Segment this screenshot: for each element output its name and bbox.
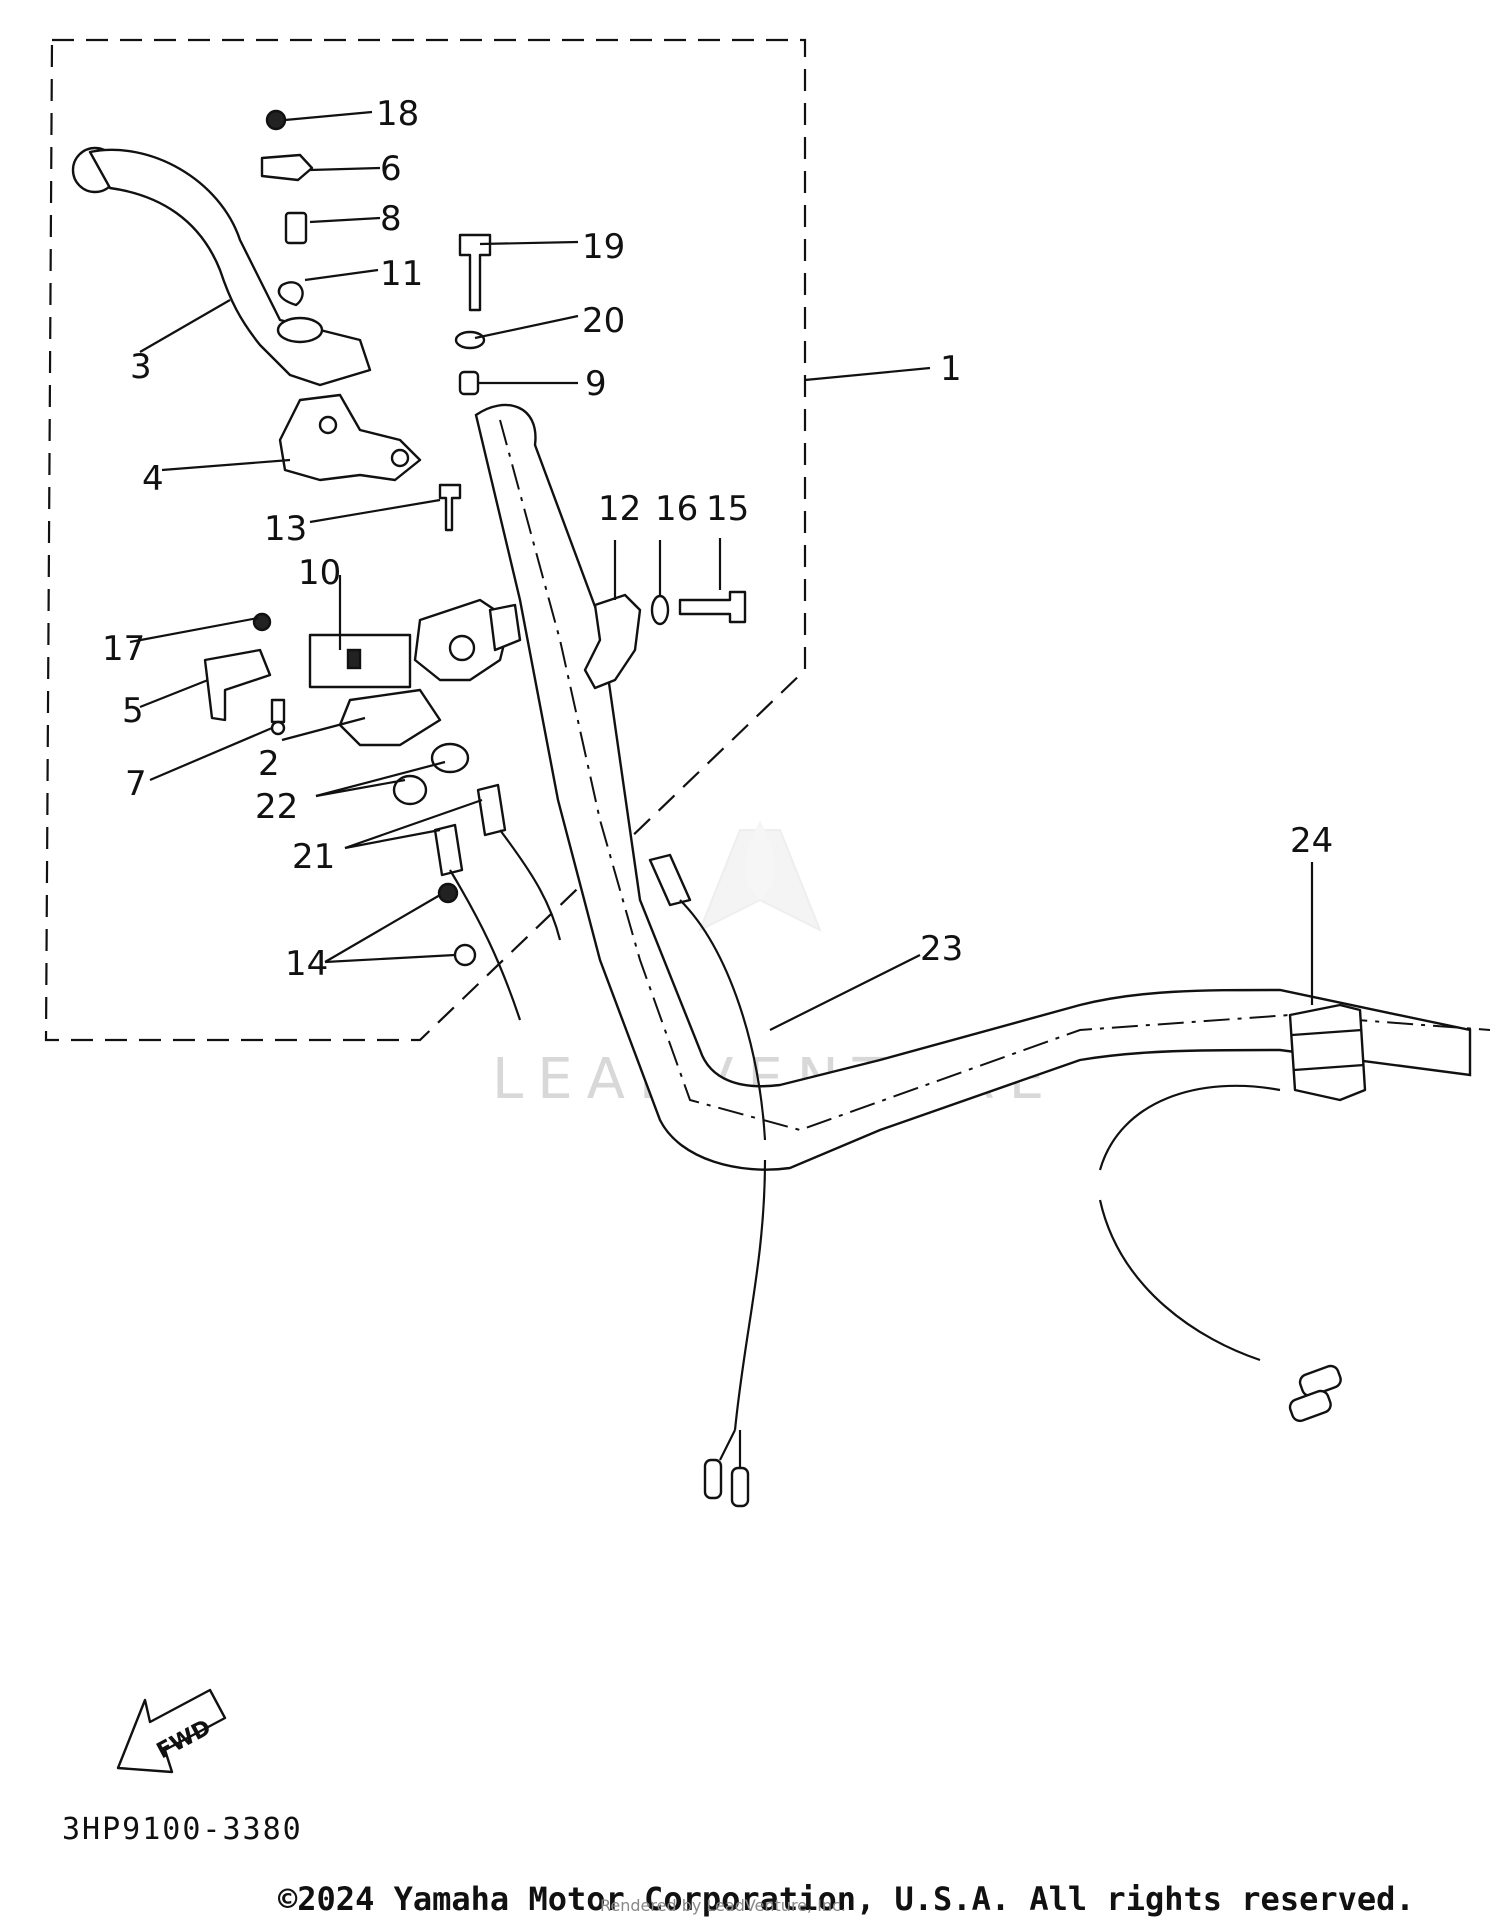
watermark-logo <box>698 820 822 933</box>
callout-11: 11 <box>380 254 423 294</box>
callout-8: 8 <box>380 199 402 239</box>
clutch-lever <box>71 146 372 387</box>
callout-1: 1 <box>940 349 962 389</box>
callout-14: 14 <box>285 944 328 984</box>
callout-labels: 1 2 3 4 5 6 7 8 9 10 11 12 13 14 15 16 1… <box>102 94 1333 984</box>
switch-lead-wire <box>648 853 767 1508</box>
callout-2: 2 <box>258 744 280 784</box>
callout-23: 23 <box>920 929 963 969</box>
callout-13: 13 <box>264 509 307 549</box>
leader-lines <box>129 110 1314 1031</box>
lever-holder <box>278 393 422 482</box>
callout-20: 20 <box>582 301 625 341</box>
callout-22: 22 <box>255 787 298 827</box>
cable-fittings <box>392 742 562 1021</box>
callout-12: 12 <box>598 489 641 529</box>
diagram-reference-code: 3HP9100-3380 <box>62 1812 303 1847</box>
handlebar-switch <box>1098 1003 1367 1423</box>
callout-19: 19 <box>582 227 625 267</box>
callout-7: 7 <box>125 764 147 804</box>
callout-24: 24 <box>1290 821 1333 861</box>
callout-10: 10 <box>298 553 341 593</box>
callout-16: 16 <box>655 489 698 529</box>
rendered-by-credit: Rendered by LeadVenture, Inc. <box>600 1896 846 1915</box>
callout-4: 4 <box>142 459 164 499</box>
copyright-notice: ©2024 Yamaha Motor Corporation, U.S.A. A… <box>278 1880 1415 1918</box>
callout-6: 6 <box>380 149 402 189</box>
callout-21: 21 <box>292 837 335 877</box>
callout-3: 3 <box>130 347 152 387</box>
callout-9: 9 <box>585 364 607 404</box>
callout-17: 17 <box>102 629 145 669</box>
lever-bracket-assembly <box>203 598 522 747</box>
callout-18: 18 <box>376 94 419 134</box>
callout-15: 15 <box>706 489 749 529</box>
fwd-arrow: FWD <box>116 1688 227 1774</box>
handlebar <box>474 403 1491 1171</box>
clamp-parts <box>583 590 747 690</box>
callout-5: 5 <box>122 691 144 731</box>
